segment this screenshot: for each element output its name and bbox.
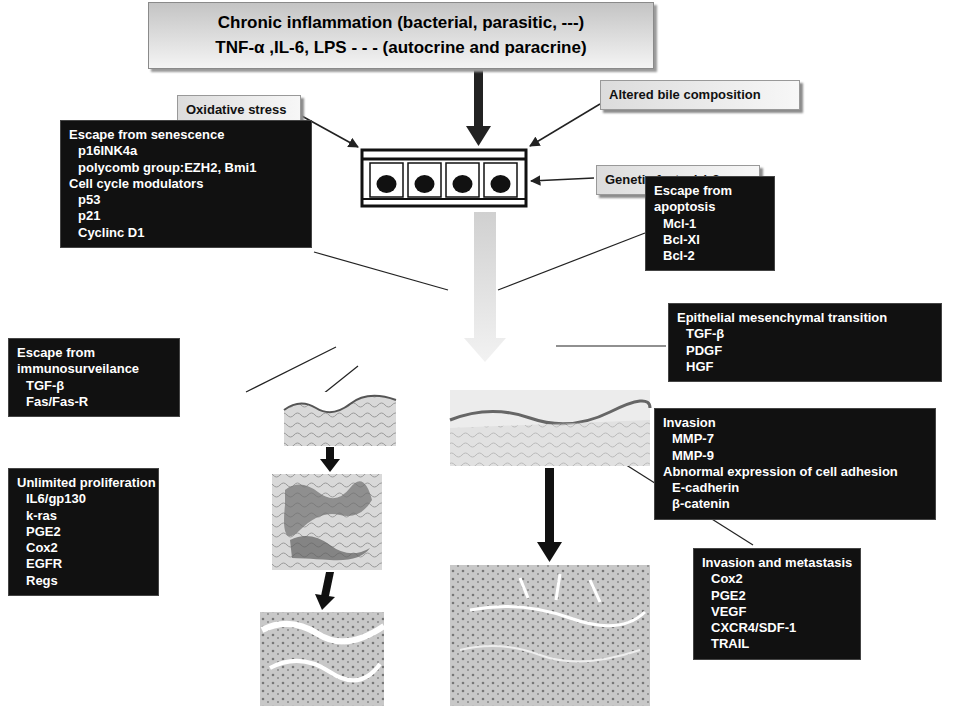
mechanism-heading: Escape from immunosurveilance	[17, 345, 171, 378]
molecule-item: PGE2	[702, 588, 852, 604]
mechanism-box: Escape from immunosurveilanceTGF-βFas/Fa…	[8, 338, 180, 417]
molecule-item: VEGF	[702, 604, 852, 620]
cause-line: TNF-α ,IL-6, LPS - - - (autocrine and pa…	[159, 36, 643, 61]
mechanism-box: Escape from senescencep16INK4apolycomb g…	[60, 120, 312, 248]
histology-left	[260, 392, 396, 706]
molecule-item: Bcl-Xl	[654, 232, 766, 248]
molecule-item: CXCR4/SDF-1	[702, 620, 852, 636]
molecule-item: TGF-β	[677, 326, 933, 342]
mechanism-heading: Epithelial mesenchymal transition	[677, 310, 933, 326]
mechanism-heading: Cell cycle modulators	[69, 176, 303, 192]
mechanism-heading: Escape from senescence	[69, 127, 303, 143]
molecule-item: Mcl-1	[654, 216, 766, 232]
molecule-item: PGE2	[17, 524, 150, 540]
factor-arrow	[530, 104, 600, 146]
molecule-item: TGF-β	[17, 378, 171, 394]
factor-label: Oxidative stress	[186, 102, 292, 118]
molecule-item: polycomb group:EZH2, Bmi1	[69, 160, 303, 176]
molecule-item: EGFR	[17, 556, 150, 572]
molecule-item: Cox2	[702, 571, 852, 587]
molecule-item: PDGF	[677, 343, 933, 359]
molecule-item: k-ras	[17, 508, 150, 524]
mechanism-box: Epithelial mesenchymal transitionTGF-βPD…	[668, 303, 942, 382]
histology-right	[450, 390, 650, 706]
molecule-item: p53	[69, 192, 303, 208]
molecule-item: Cox2	[17, 540, 150, 556]
molecule-item: p16INK4a	[69, 143, 303, 159]
cause-box: Chronic inflammation (bacterial, parasit…	[148, 2, 654, 69]
molecule-item: Regs	[17, 573, 150, 589]
molecule-item: Fas/Fas-R	[17, 394, 171, 410]
molecule-item: Cyclinc D1	[69, 225, 303, 241]
molecule-item: β-catenin	[663, 496, 927, 512]
molecule-item: Bcl-2	[654, 248, 766, 264]
mechanism-heading: Invasion	[663, 415, 927, 431]
mechanism-box: Unlimited proliferationIL6/gp130k-rasPGE…	[8, 468, 159, 596]
molecule-item: p21	[69, 208, 303, 224]
mechanism-heading: Escape from apoptosis	[654, 183, 766, 216]
factor-box: Altered bile composition	[600, 80, 800, 110]
progression-arrow	[464, 212, 506, 362]
molecule-item: MMP-7	[663, 431, 927, 447]
mechanism-box: InvasionMMP-7MMP-9Abnormal expression of…	[654, 408, 936, 520]
mechanism-heading: Unlimited proliferation	[17, 475, 150, 491]
molecule-item: HGF	[677, 359, 933, 375]
mechanism-heading: Abnormal expression of cell adhesion	[663, 464, 927, 480]
molecule-item: MMP-9	[663, 448, 927, 464]
factor-arrow	[531, 178, 594, 181]
molecule-item: IL6/gp130	[17, 491, 150, 507]
mechanism-box: Invasion and metastasisCox2PGE2VEGFCXCR4…	[693, 548, 861, 660]
main-arrow	[466, 70, 491, 146]
mechanism-box: Escape from apoptosisMcl-1Bcl-XlBcl-2	[645, 176, 775, 271]
molecule-item: E-cadherin	[663, 480, 927, 496]
cause-line: Chronic inflammation (bacterial, parasit…	[159, 11, 643, 36]
epithelium-cells	[362, 150, 526, 206]
factor-label: Altered bile composition	[609, 87, 791, 103]
molecule-item: TRAIL	[702, 636, 852, 652]
mechanism-heading: Invasion and metastasis	[702, 555, 852, 571]
